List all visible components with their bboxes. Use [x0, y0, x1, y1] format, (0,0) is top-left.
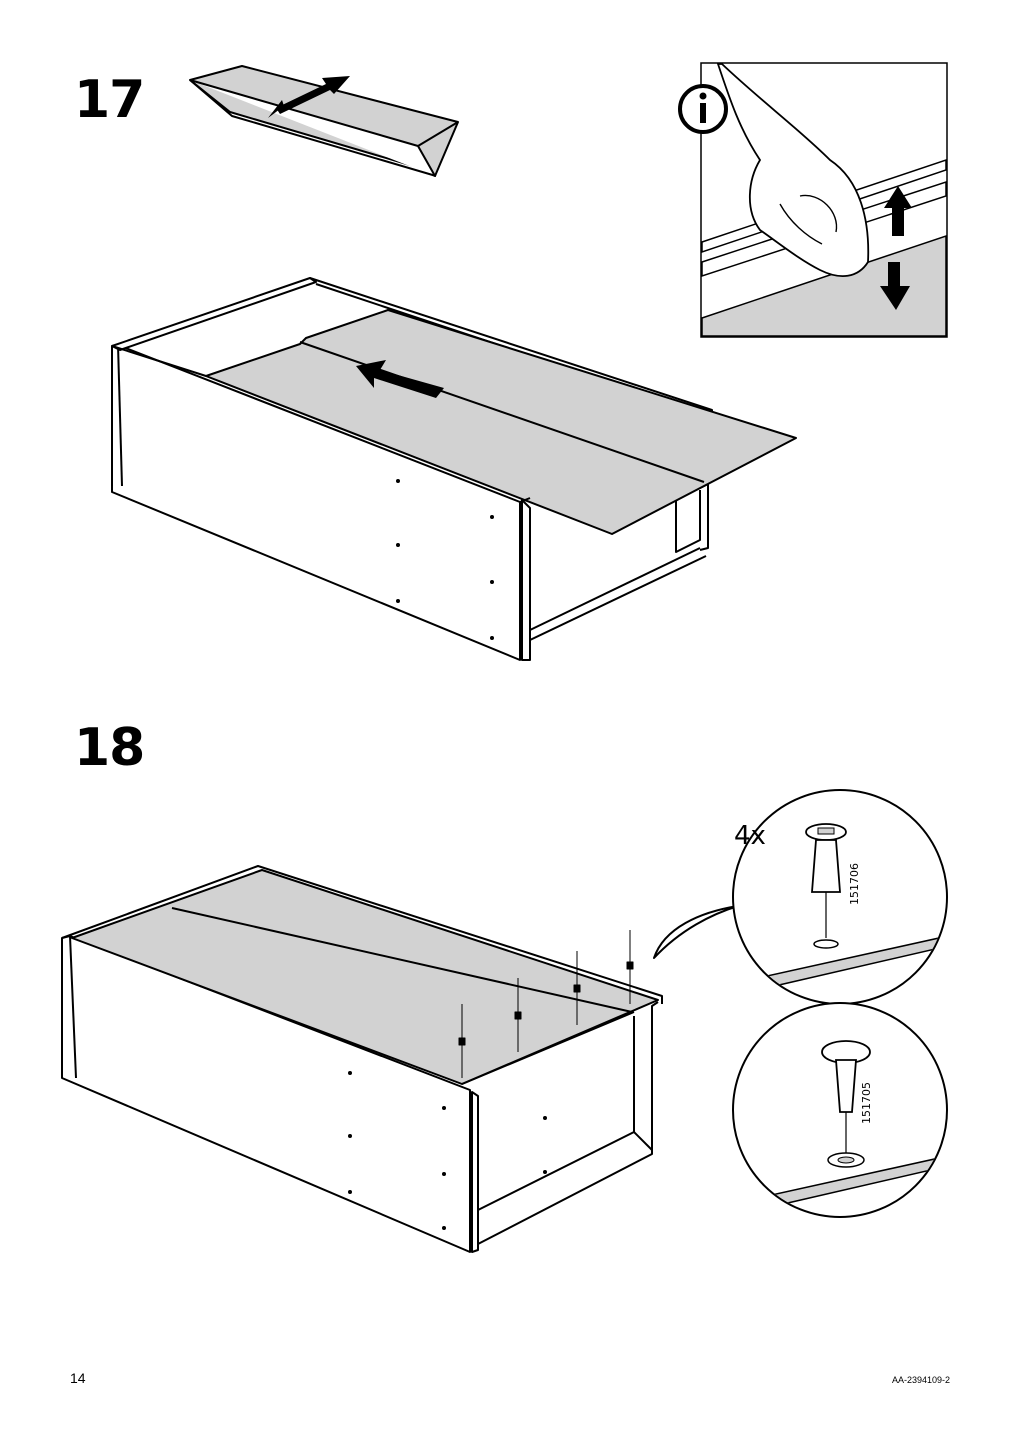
article-number-151705: 151705: [860, 1082, 873, 1124]
page-number: 14: [70, 1370, 86, 1386]
step-number-18: 18: [74, 718, 145, 778]
screw-holes-17: [396, 479, 494, 640]
double-arrow-icon: [268, 76, 350, 118]
up-arrow-icon: [884, 186, 912, 236]
detail-circle-151706: [732, 789, 948, 1005]
info-detail-box: [678, 62, 948, 338]
quantity-label: 4x: [734, 821, 766, 851]
info-circle-icon: [678, 84, 728, 134]
slide-arrow-icon: [356, 360, 444, 398]
detail-circle-151705: [732, 1002, 948, 1218]
cabinet-box-17: [111, 277, 797, 661]
document-code: AA-2394109-2: [891, 1375, 950, 1385]
article-number-151706: 151706: [848, 863, 861, 905]
down-arrow-icon: [880, 262, 910, 310]
cabinet-box-18: [61, 865, 663, 1253]
step-number-17: 17: [74, 70, 145, 130]
screw-holes-18: [348, 1071, 547, 1230]
dowels: [458, 930, 634, 1078]
callout-pointer: [653, 905, 739, 959]
flexible-panel-icon: [189, 65, 459, 177]
